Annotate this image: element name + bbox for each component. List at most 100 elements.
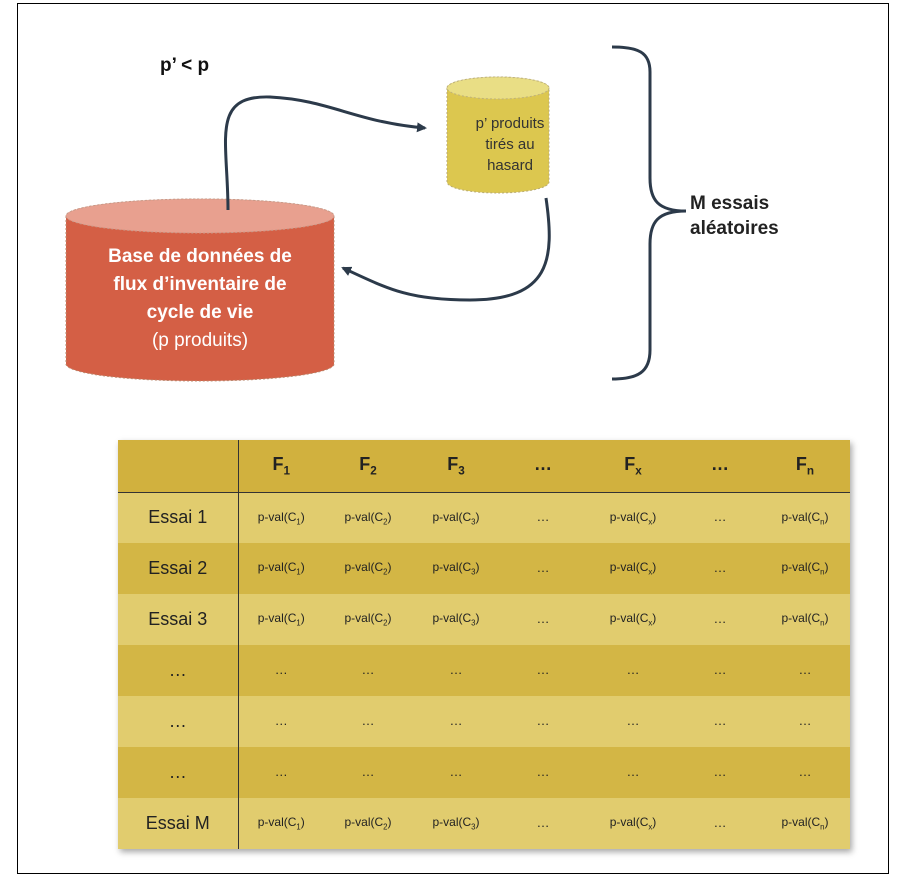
table-cell: p-val(C2) [324, 492, 412, 543]
cell-text: p-val(C [609, 509, 649, 524]
table-cell: … [500, 543, 586, 594]
cell-text: p-val(C [781, 509, 821, 524]
curly-brace [611, 45, 687, 381]
cell-text: … [274, 712, 288, 728]
cell-subscript: 2 [383, 567, 388, 577]
cell-text: … [626, 763, 640, 779]
table-cell: … [412, 747, 500, 798]
cell-text: p-val(C [781, 815, 821, 830]
table-cell: p-val(Cn) [760, 543, 850, 594]
table-cell: p-val(C1) [238, 798, 324, 849]
cell-text: … [536, 508, 550, 524]
table-cell: … [500, 696, 586, 747]
sample-cylinder-label: p’ produits tirés au hasard [445, 113, 575, 176]
table-cell: p-val(Cx) [586, 594, 680, 645]
column-header-text: … [534, 453, 552, 474]
table-row: …………………… [118, 645, 850, 696]
column-header: F1 [238, 440, 324, 493]
table-cell: p-val(C1) [238, 492, 324, 543]
cell-text-tail: ) [387, 509, 392, 524]
table-cell: … [680, 696, 760, 747]
trials-label: M essais aléatoires [690, 191, 850, 241]
cell-subscript: 1 [296, 516, 301, 526]
cell-text-tail: ) [387, 611, 392, 626]
trials-label-line: M essais [690, 193, 770, 214]
cell-text: p-val(C [257, 611, 297, 626]
cell-text-tail: ) [475, 560, 480, 575]
cell-text: … [713, 763, 727, 779]
cell-subscript: x [648, 516, 653, 526]
table-cell: … [586, 747, 680, 798]
cell-text: … [536, 763, 550, 779]
table-row: …………………… [118, 747, 850, 798]
cell-subscript: 3 [471, 516, 476, 526]
table-cell: p-val(C2) [324, 798, 412, 849]
database-label-line: Base de données de [108, 246, 292, 267]
table-cell: … [500, 594, 586, 645]
cell-text: p-val(C [781, 611, 821, 626]
table-cell: … [680, 645, 760, 696]
cell-text-tail: ) [475, 815, 480, 830]
cell-text: … [713, 712, 727, 728]
column-header-subscript: 2 [370, 464, 377, 478]
cell-text: … [361, 661, 375, 677]
table-cell: p-val(C1) [238, 594, 324, 645]
cell-text: … [713, 508, 727, 524]
column-header-text: F [795, 453, 807, 474]
cell-subscript: n [820, 567, 825, 577]
database-cylinder [65, 198, 335, 382]
cell-text: … [626, 712, 640, 728]
cell-text: … [536, 559, 550, 575]
cell-subscript: x [648, 822, 653, 832]
trials-label-line: aléatoires [690, 218, 779, 239]
column-header-subscript: 1 [283, 464, 290, 478]
cell-subscript: 3 [471, 618, 476, 628]
cell-text: p-val(C [344, 611, 384, 626]
cell-text: p-val(C [609, 815, 649, 830]
cell-text: … [713, 610, 727, 626]
table-cell: p-val(C2) [324, 543, 412, 594]
arrow-to-database [341, 197, 551, 302]
cell-text-tail: ) [475, 611, 480, 626]
cell-subscript: 1 [296, 618, 301, 628]
column-header-text: F [359, 453, 371, 474]
cell-text: … [449, 661, 463, 677]
table-cell: p-val(C3) [412, 798, 500, 849]
database-sublabel: (p produits) [151, 330, 249, 351]
cell-text: … [536, 814, 550, 830]
table-cell: … [238, 696, 324, 747]
table-cell: p-val(Cn) [760, 798, 850, 849]
table-cell: … [500, 747, 586, 798]
cell-text: … [536, 610, 550, 626]
table-cell: … [500, 492, 586, 543]
cell-subscript: 3 [471, 567, 476, 577]
cell-text-tail: ) [475, 509, 480, 524]
column-header-subscript: x [635, 464, 642, 478]
cell-text: … [798, 763, 812, 779]
cell-text: … [713, 814, 727, 830]
cell-text: … [361, 712, 375, 728]
cell-subscript: 2 [383, 822, 388, 832]
table-cell: … [500, 798, 586, 849]
table-cell: … [586, 645, 680, 696]
row-label: Essai 3 [118, 594, 239, 645]
table-cell: … [680, 747, 760, 798]
table-cell: p-val(Cn) [760, 492, 850, 543]
row-label: … [118, 645, 239, 696]
cell-text: … [798, 661, 812, 677]
table-cell: … [412, 645, 500, 696]
cell-subscript: 1 [296, 567, 301, 577]
database-label-line: flux d’inventaire de [113, 274, 287, 295]
cell-subscript: 2 [383, 516, 388, 526]
table-cell: p-val(Cx) [586, 543, 680, 594]
table-cell: … [680, 798, 760, 849]
arrow-to-sample [223, 95, 427, 211]
cell-text-tail: ) [652, 509, 657, 524]
sample-label-line: tirés au [485, 136, 535, 153]
table-cell: p-val(C3) [412, 543, 500, 594]
